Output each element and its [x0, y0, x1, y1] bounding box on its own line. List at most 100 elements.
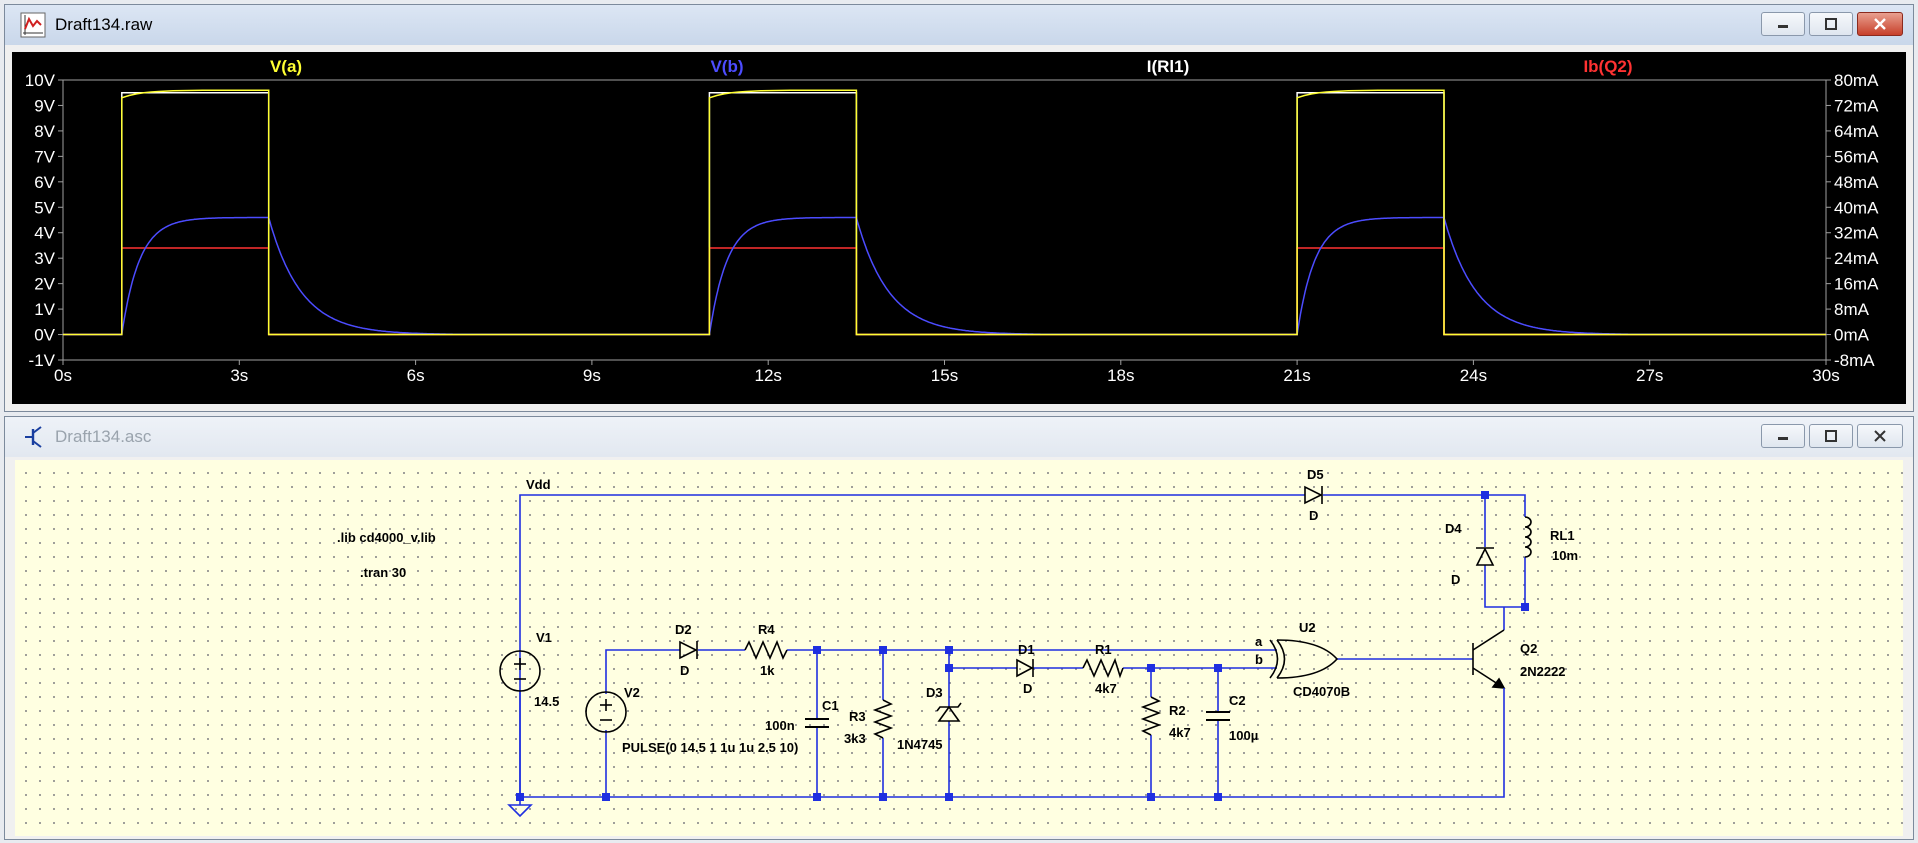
r2-name[interactable]: R2	[1169, 703, 1186, 718]
waveform-titlebar[interactable]: Draft134.raw	[5, 5, 1913, 45]
trace-label-irl1[interactable]: I(Rl1)	[1147, 57, 1190, 76]
schematic-close-button[interactable]	[1857, 424, 1903, 448]
diode-d1[interactable]	[1016, 658, 1034, 678]
d4-value[interactable]: D	[1451, 572, 1460, 587]
resistor-r1[interactable]	[1082, 657, 1124, 679]
inductor-rl1[interactable]	[1524, 516, 1532, 558]
x-tick-label: 0s	[54, 366, 72, 385]
y-right-tick-label: 80mA	[1834, 71, 1879, 90]
waveform-window-title: Draft134.raw	[55, 15, 153, 34]
v2-name[interactable]: V2	[624, 685, 640, 700]
net-label-a[interactable]: a	[1255, 634, 1263, 649]
r1-value[interactable]: 4k7	[1095, 681, 1117, 696]
x-tick-label: 6s	[407, 366, 425, 385]
resistor-r2[interactable]	[1140, 696, 1162, 736]
r3-value[interactable]: 3k3	[844, 731, 866, 746]
d5-name[interactable]: D5	[1307, 467, 1324, 482]
x-tick-label: 15s	[931, 366, 958, 385]
capacitor-c2[interactable]	[1206, 711, 1230, 721]
schematic-window-title: Draft134.asc	[55, 427, 152, 446]
schematic-titlebar[interactable]: Draft134.asc	[5, 417, 1913, 457]
d3-name[interactable]: D3	[926, 685, 943, 700]
xor-gate-u2[interactable]	[1269, 639, 1339, 679]
q2-name[interactable]: Q2	[1520, 641, 1537, 656]
x-tick-label: 9s	[583, 366, 601, 385]
minimize-icon	[1778, 437, 1788, 440]
c2-value[interactable]: 100µ	[1229, 728, 1258, 743]
directive-lib[interactable]: .lib cd4000_v.lib	[337, 530, 436, 545]
r1-name[interactable]: R1	[1095, 642, 1112, 657]
r2-value[interactable]: 4k7	[1169, 725, 1191, 740]
d1-value[interactable]: D	[1023, 681, 1032, 696]
r4-value[interactable]: 1k	[760, 663, 775, 678]
y-left-tick-label: 8V	[34, 122, 55, 141]
y-left-tick-label: 3V	[34, 249, 55, 268]
x-tick-label: 30s	[1812, 366, 1839, 385]
y-right-tick-label: 72mA	[1834, 96, 1879, 115]
v1-value[interactable]: 14.5	[534, 694, 559, 709]
u2-value[interactable]: CD4070B	[1293, 684, 1350, 699]
plot-frame	[62, 79, 1827, 361]
d5-value[interactable]: D	[1309, 508, 1318, 523]
trace-ibq2[interactable]	[63, 247, 1826, 336]
r4-name[interactable]: R4	[758, 622, 775, 637]
rl1-value[interactable]: 10m	[1552, 548, 1578, 563]
restore-icon	[1825, 430, 1837, 442]
y-right-tick-label: 48mA	[1834, 173, 1879, 192]
close-button[interactable]	[1857, 12, 1903, 36]
diode-d4[interactable]	[1475, 547, 1495, 566]
capacitor-c1[interactable]	[805, 718, 829, 728]
d4-name[interactable]: D4	[1445, 521, 1462, 536]
voltage-source-v2[interactable]	[585, 691, 627, 733]
trace-label-ibq2[interactable]: Ib(Q2)	[1583, 57, 1632, 76]
wires[interactable]	[519, 494, 1526, 798]
transistor-q2[interactable]	[1472, 629, 1506, 725]
q2-value[interactable]: 2N2222	[1520, 664, 1566, 679]
y-right-tick-label: 64mA	[1834, 122, 1879, 141]
close-icon	[1874, 430, 1886, 442]
schematic-svg[interactable]: Vdd .lib cd4000_v.lib .tran 30 V1 14.5 V…	[15, 460, 1903, 836]
v2-value[interactable]: PULSE(0 14.5 1 1u 1u 2.5 10)	[622, 740, 798, 755]
c1-name[interactable]: C1	[822, 698, 839, 713]
d2-value[interactable]: D	[680, 663, 689, 678]
diode-d2[interactable]	[679, 640, 698, 660]
v1-name[interactable]: V1	[536, 630, 552, 645]
directive-tran[interactable]: .tran 30	[360, 565, 406, 580]
r3-name[interactable]: R3	[849, 709, 866, 724]
trace-label-vb[interactable]: V(b)	[710, 57, 743, 76]
y-left-tick-label: 5V	[34, 198, 55, 217]
d2-name[interactable]: D2	[675, 622, 692, 637]
x-tick-label: 3s	[230, 366, 248, 385]
waveform-app-icon	[20, 12, 46, 38]
rl1-name[interactable]: RL1	[1550, 528, 1575, 543]
trace-va[interactable]	[63, 89, 1826, 336]
y-right-tick-label: 8mA	[1834, 300, 1870, 319]
trace-irl1[interactable]	[63, 91, 1826, 336]
net-label-b[interactable]: b	[1255, 652, 1263, 667]
c2-name[interactable]: C2	[1229, 693, 1246, 708]
trace-label-va[interactable]: V(a)	[270, 57, 302, 76]
diode-d5[interactable]	[1304, 485, 1323, 505]
resistor-r3[interactable]	[872, 699, 894, 739]
schematic-restore-button[interactable]	[1809, 424, 1853, 448]
ground-symbol[interactable]	[507, 797, 533, 818]
trace-vb[interactable]	[63, 216, 1826, 336]
net-label-vdd[interactable]: Vdd	[526, 477, 551, 492]
x-tick-label: 21s	[1283, 366, 1310, 385]
resistor-r4[interactable]	[744, 639, 788, 660]
zener-diode-d3[interactable]	[936, 702, 962, 722]
d1-name[interactable]: D1	[1018, 642, 1035, 657]
c1-value[interactable]: 100n	[765, 718, 795, 733]
y-left-tick-label: 0V	[34, 326, 55, 345]
u2-name[interactable]: U2	[1299, 620, 1316, 635]
schematic-canvas[interactable]: Vdd .lib cd4000_v.lib .tran 30 V1 14.5 V…	[15, 460, 1903, 836]
y-left-tick-label: 7V	[34, 147, 55, 166]
schematic-minimize-button[interactable]	[1761, 424, 1805, 448]
voltage-source-v1[interactable]	[499, 650, 541, 692]
d3-value[interactable]: 1N4745	[897, 737, 943, 752]
minimize-button[interactable]	[1761, 12, 1805, 36]
restore-button[interactable]	[1809, 12, 1853, 36]
y-right-tick-label: 32mA	[1834, 224, 1879, 243]
